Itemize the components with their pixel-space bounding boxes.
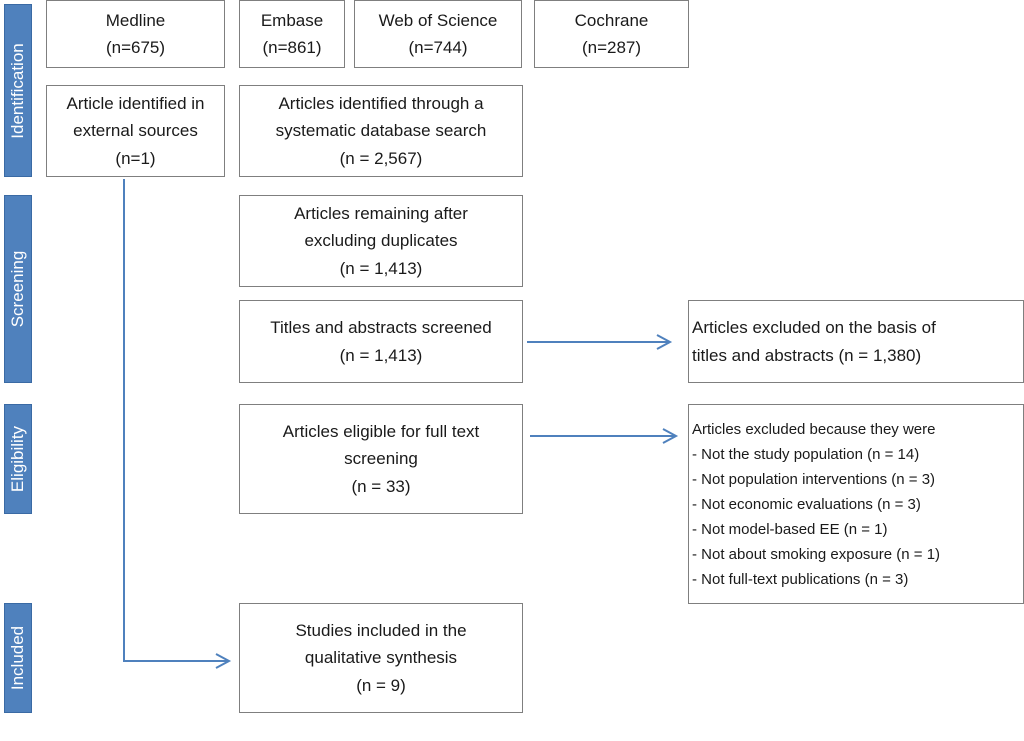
included-box: Studies included in the qualitative synt… [239,603,523,713]
identified-line-3: (n = 2,567) [339,148,423,168]
deduplicated-line-1: Articles remaining after [294,203,468,223]
external-line-3: (n=1) [115,148,156,168]
eligible-arrowhead [662,428,679,444]
exclusion-reason: - Not population interventions (n = 3) [692,471,936,488]
excluded-fulltext-box: Articles excluded because they were - No… [688,404,1024,604]
source-embase: Embase (n=861) [239,0,345,68]
exclusion-reason: - Not economic evaluations (n = 3) [692,496,921,513]
eligible-line-3: (n = 33) [351,476,411,496]
included-line-3: (n = 9) [356,675,406,695]
source-web-of-science: Web of Science (n=744) [354,0,522,68]
eligible-line-1: Articles eligible for full text [282,421,480,441]
source-cochrane-name: Cochrane [574,10,649,30]
external-sources-box: Article identified in external sources (… [46,85,225,177]
source-medline-name: Medline [105,10,166,30]
source-cochrane: Cochrane (n=287) [534,0,689,68]
screened-line-2: (n = 1,413) [339,345,423,365]
deduplicated-line-3: (n = 1,413) [339,258,423,278]
eligible-line-2: screening [344,449,418,469]
external-to-included-arrow [123,179,228,662]
screened-box: Titles and abstracts screened (n = 1,413… [239,300,523,383]
source-wos-count: (n=744) [408,38,468,57]
stage-included: Included [4,603,32,713]
screened-arrowhead [656,334,673,350]
identified-line-2: systematic database search [275,121,487,141]
stage-screening: Screening [4,195,32,383]
source-embase-name: Embase [260,10,324,30]
stage-identification: Identification [4,4,32,177]
excluded-fulltext-heading: Articles excluded because they were [692,421,936,438]
source-medline: Medline (n=675) [46,0,225,68]
deduplicated-box: Articles remaining after excluding dupli… [239,195,523,287]
external-line-1: Article identified in [66,93,205,113]
identified-box: Articles identified through a systematic… [239,85,523,177]
exclusion-reason: - Not full-text publications (n = 3) [692,571,909,588]
source-embase-count: (n=861) [262,38,322,57]
eligible-box: Articles eligible for full text screenin… [239,404,523,514]
source-cochrane-count: (n=287) [581,38,642,57]
exclusion-reason: - Not model-based EE (n = 1) [692,521,888,538]
exclusion-reason: - Not the study population (n = 14) [692,446,920,463]
exclusion-reason: - Not about smoking exposure (n = 1) [692,546,941,563]
identified-line-1: Articles identified through a [278,93,484,113]
included-line-1: Studies included in the [295,620,467,640]
excluded-screening-box: Articles excluded on the basis of titles… [688,300,1024,383]
included-line-2: qualitative synthesis [304,648,458,668]
external-arrowhead [215,653,232,669]
excluded-screening-line-2: titles and abstracts (n = 1,380) [692,345,922,365]
source-medline-count: (n=675) [105,38,166,57]
stage-eligibility: Eligibility [4,404,32,514]
screened-line-1: Titles and abstracts screened [270,318,492,337]
deduplicated-line-2: excluding duplicates [304,231,458,251]
external-line-2: external sources [73,121,198,141]
excluded-screening-line-1: Articles excluded on the basis of [692,318,936,337]
source-wos-name: Web of Science [378,10,498,30]
